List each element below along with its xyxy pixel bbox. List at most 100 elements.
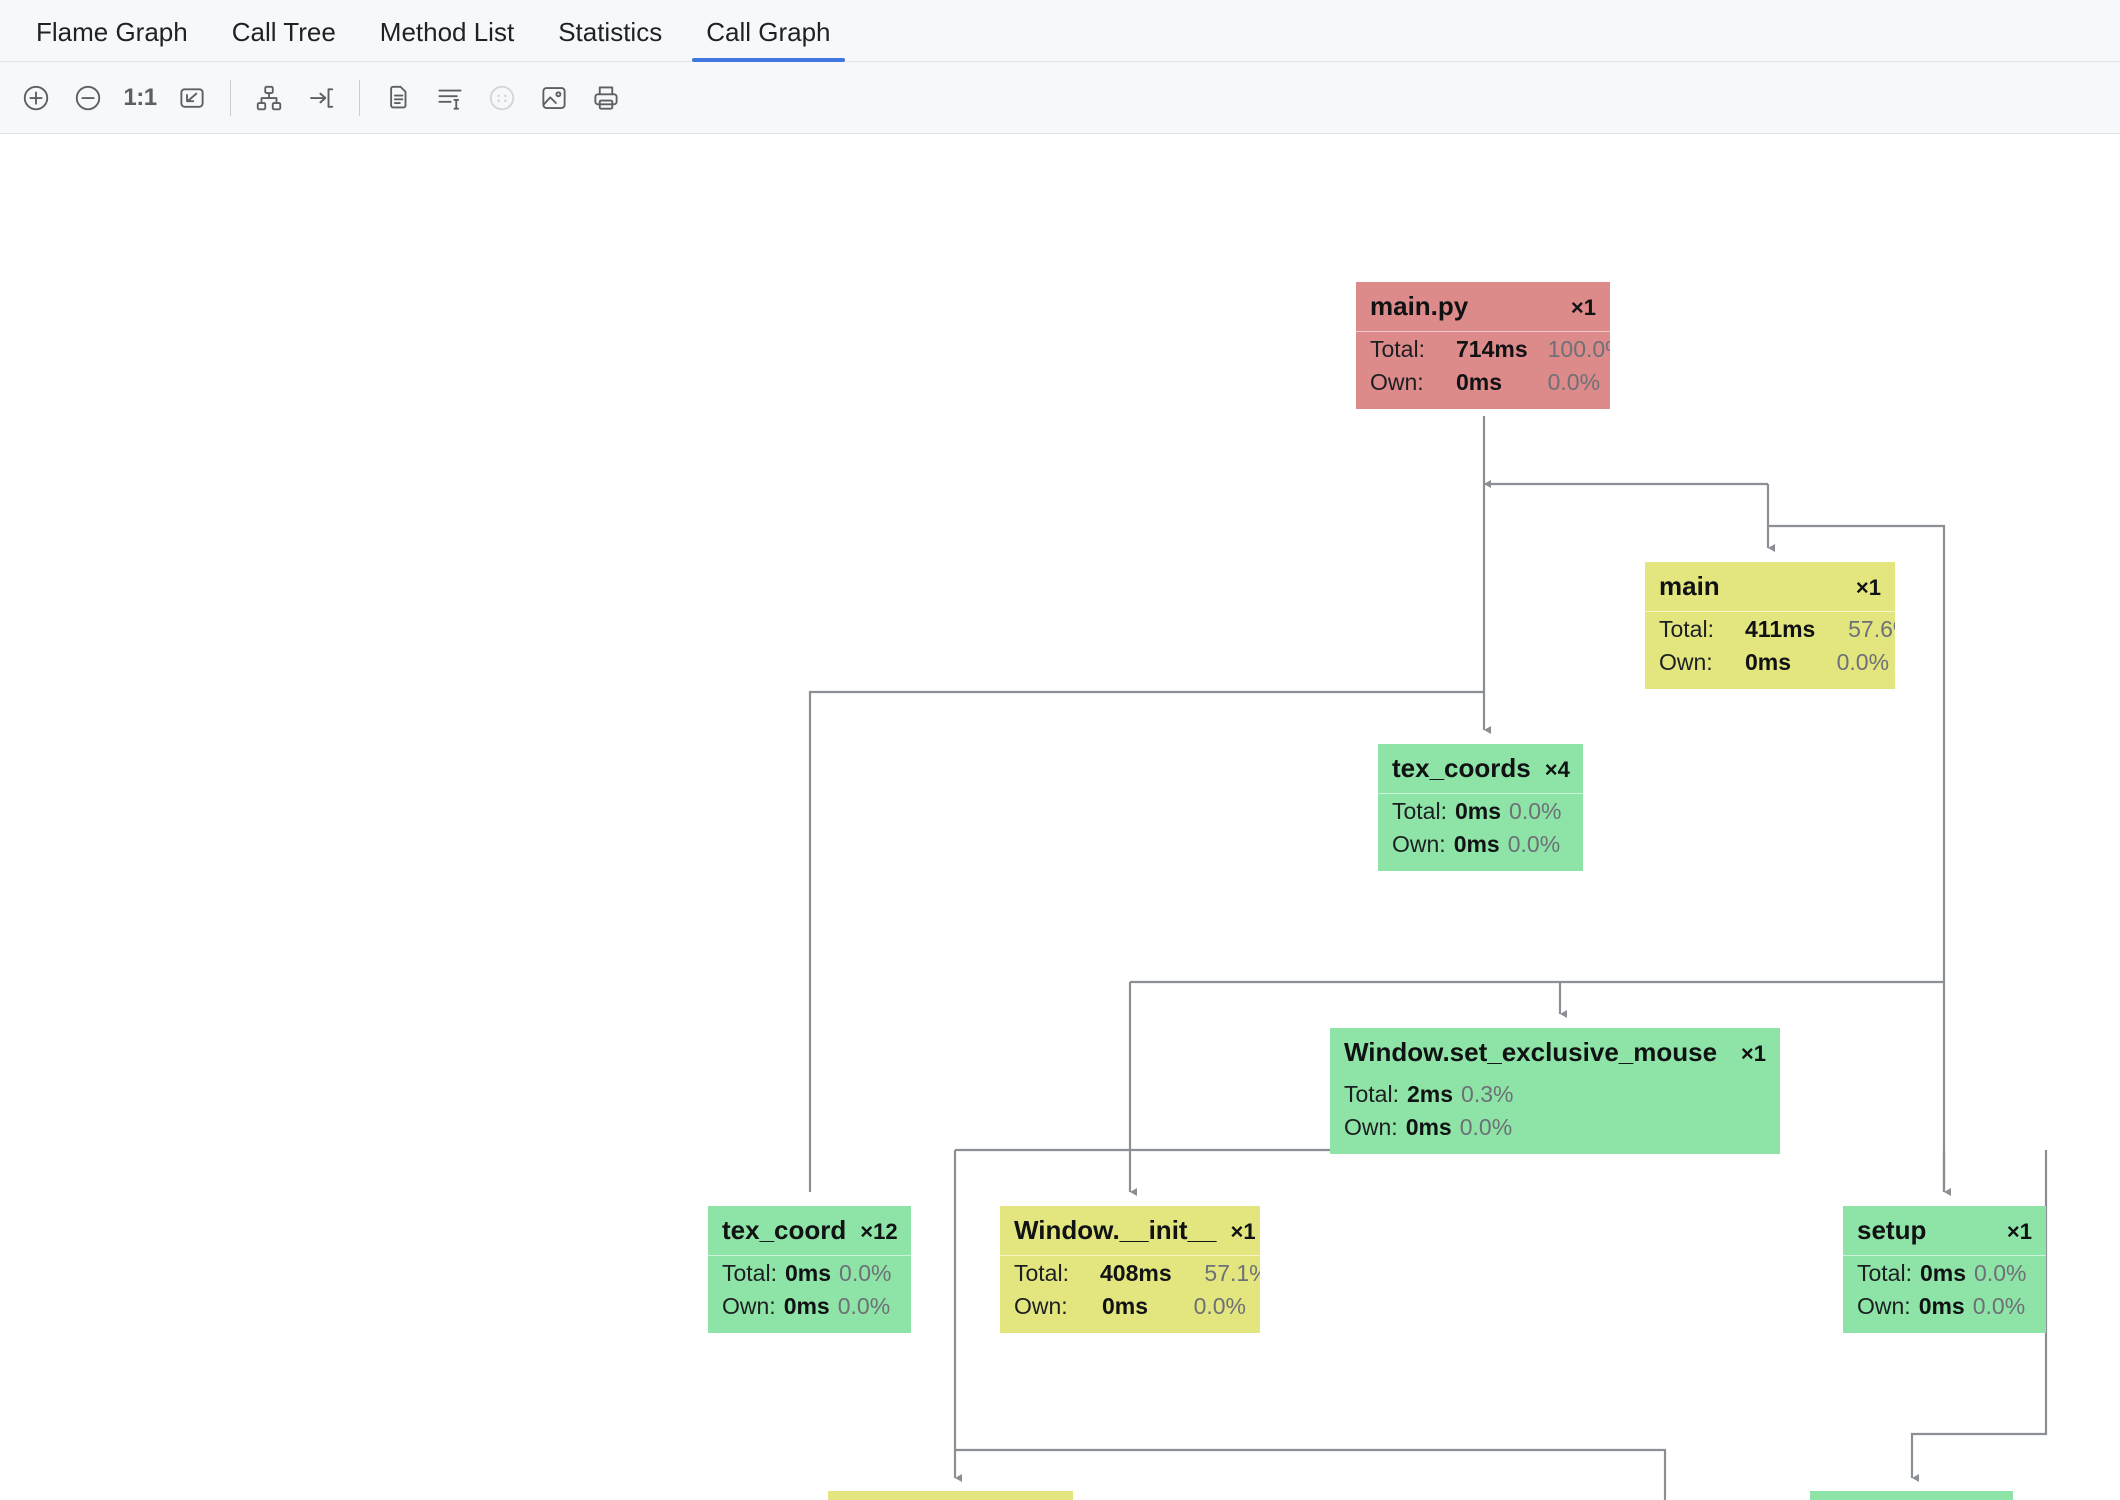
call-graph-node-tex-coords[interactable]: tex_coords ×4 Total: 0ms 0.0% Own: 0ms 0… [1378, 744, 1583, 871]
node-call-count: ×1 [2006, 1219, 2032, 1244]
fit-content-icon[interactable] [166, 72, 218, 124]
own-percent: 0.0% [1507, 831, 1561, 857]
total-percent: 100.0% [1547, 336, 1610, 362]
own-percent: 0.0% [1193, 1293, 1246, 1319]
call-graph-node-setup-fog[interactable]: setup_fog ×1 Total: 0ms 0.0% Own: 0ms 0.… [1810, 1491, 2013, 1500]
node-call-count: ×1 [1570, 295, 1596, 320]
zoom-in-icon[interactable] [10, 72, 62, 124]
total-value: 714ms [1456, 336, 1528, 362]
node-title: main [1659, 571, 1720, 601]
own-value: 0ms [783, 1293, 830, 1319]
tab-flame-graph[interactable]: Flame Graph [14, 19, 210, 61]
own-value: 0ms [1456, 369, 1503, 395]
node-header: Window.set_exclusive_mouse ×1 [1330, 1028, 1780, 1077]
own-label: Own: [722, 1293, 776, 1319]
own-label: Own: [1014, 1293, 1068, 1319]
node-title: main.py [1370, 291, 1469, 321]
call-graph-node-main-py[interactable]: main.py ×1 Total: 714ms 100.0% Own: 0ms … [1356, 282, 1610, 409]
node-body: Total: 0ms 0.0% Own: 0ms 0.0% [1378, 793, 1583, 871]
total-value: 2ms [1406, 1081, 1454, 1107]
node-total-row: Total: 714ms 100.0% [1370, 334, 1610, 367]
own-label: Own: [1392, 831, 1446, 857]
total-label: Total: [1344, 1081, 1399, 1107]
print-icon[interactable] [580, 72, 632, 124]
total-value: 411ms [1745, 616, 1816, 642]
total-label: Total: [722, 1260, 777, 1286]
total-label: Total: [1392, 798, 1447, 824]
own-label: Own: [1370, 369, 1424, 395]
edge-setup-to-setup-fog [1910, 1150, 2048, 1482]
total-percent: 0.0% [1974, 1260, 2027, 1286]
more-options-icon[interactable] [476, 72, 528, 124]
node-total-row: Total: 0ms 0.0% [722, 1258, 897, 1291]
total-percent: 57.6% [1848, 616, 1895, 642]
node-title: setup [1857, 1215, 1927, 1245]
total-percent: 0.3% [1461, 1081, 1514, 1107]
node-body: Total: 0ms 0.0% Own: 0ms 0.0% [708, 1255, 911, 1333]
node-title: tex_coord [722, 1215, 847, 1245]
node-title: Window.__init__ [1014, 1215, 1217, 1245]
own-label: Own: [1344, 1114, 1398, 1140]
node-header: main ×1 [1645, 562, 1895, 611]
own-percent: 0.0% [837, 1293, 891, 1319]
total-value: 0ms [1919, 1260, 1967, 1286]
total-value: 0ms [1454, 798, 1502, 824]
total-label: Total: [1014, 1260, 1069, 1286]
graph-toolbar: 1:1 [0, 62, 2120, 134]
own-value: 0ms [1101, 1293, 1148, 1319]
tab-method-list[interactable]: Method List [358, 19, 536, 61]
tab-label: Statistics [558, 17, 663, 47]
node-body: Total: 408ms 57.1% Own: 0ms 0.0% [1000, 1255, 1260, 1333]
own-percent: 0.0% [1972, 1293, 2026, 1319]
own-percent: 0.0% [1459, 1114, 1513, 1140]
node-body: Total: 2ms 0.3% Own: 0ms 0.0% [1330, 1077, 1780, 1154]
node-call-count: ×4 [1544, 757, 1570, 782]
toolbar-separator [230, 79, 231, 116]
node-body: Total: 0ms 0.0% Own: 0ms 0.0% [1843, 1255, 2046, 1333]
node-call-count: ×1 [1855, 575, 1881, 600]
view-tabs: Flame Graph Call Tree Method List Statis… [0, 0, 2120, 62]
export-image-icon[interactable] [528, 72, 580, 124]
total-percent: 57.1% [1204, 1260, 1260, 1286]
own-label: Own: [1659, 649, 1713, 675]
copy-icon[interactable] [372, 72, 424, 124]
call-graph-canvas[interactable]: main.py ×1 Total: 714ms 100.0% Own: 0ms … [0, 134, 2120, 1500]
call-graph-node-setup[interactable]: setup ×1 Total: 0ms 0.0% Own: 0ms 0.0% [1843, 1206, 2046, 1333]
node-header: setup ×1 [1843, 1206, 2046, 1255]
node-total-row: Total: 0ms 0.0% [1392, 796, 1569, 829]
tab-label: Flame Graph [36, 17, 188, 47]
tab-call-tree[interactable]: Call Tree [210, 19, 358, 61]
total-value: 0ms [784, 1260, 832, 1286]
call-graph-edges [808, 416, 2048, 1500]
call-graph-node-window-init[interactable]: Window.__init__ ×1 Total: 408ms 57.1% Ow… [1000, 1206, 1260, 1333]
own-value: 0ms [1918, 1293, 1965, 1319]
node-header: tex_coords ×4 [1378, 744, 1583, 793]
node-own-row: Own: 0ms 0.0% [1392, 829, 1569, 862]
call-graph-node-main[interactable]: main ×1 Total: 411ms 57.6% Own: 0ms 0.0% [1645, 562, 1895, 689]
node-own-row: Own: 0ms 0.0% [722, 1291, 897, 1324]
actual-size-icon[interactable]: 1:1 [114, 72, 166, 124]
total-label: Total: [1857, 1260, 1912, 1286]
edge-bus-setup-riser [1768, 524, 1946, 1192]
node-call-count: ×12 [860, 1219, 898, 1244]
zoom-out-icon[interactable] [62, 72, 114, 124]
total-value: 408ms [1100, 1260, 1172, 1286]
node-title: tex_coords [1392, 753, 1531, 783]
node-header: setup_fog ×1 [1810, 1491, 2013, 1500]
edge-tex-coord-to-tex-coords [808, 690, 1484, 1192]
list-select-icon[interactable] [424, 72, 476, 124]
total-label: Total: [1659, 616, 1714, 642]
node-own-row: Own: 0ms 0.0% [1344, 1112, 1766, 1145]
call-graph-node-model-init[interactable]: Model.__init__ ×1 Total: 381ms 53.4% Own… [828, 1491, 1073, 1500]
tab-label: Call Graph [706, 17, 831, 47]
jump-to-source-icon[interactable] [295, 72, 347, 124]
call-graph-node-window-set-exclusive-mouse[interactable]: Window.set_exclusive_mouse ×1 Total: 2ms… [1330, 1028, 1780, 1154]
total-percent: 0.0% [839, 1260, 892, 1286]
total-percent: 0.0% [1509, 798, 1562, 824]
call-graph-node-tex-coord[interactable]: tex_coord ×12 Total: 0ms 0.0% Own: 0ms 0… [708, 1206, 911, 1333]
tab-label: Call Tree [231, 17, 336, 47]
tab-active-indicator [692, 58, 845, 62]
tab-call-graph[interactable]: Call Graph [684, 17, 852, 62]
hierarchy-icon[interactable] [243, 72, 295, 124]
tab-statistics[interactable]: Statistics [536, 19, 684, 61]
